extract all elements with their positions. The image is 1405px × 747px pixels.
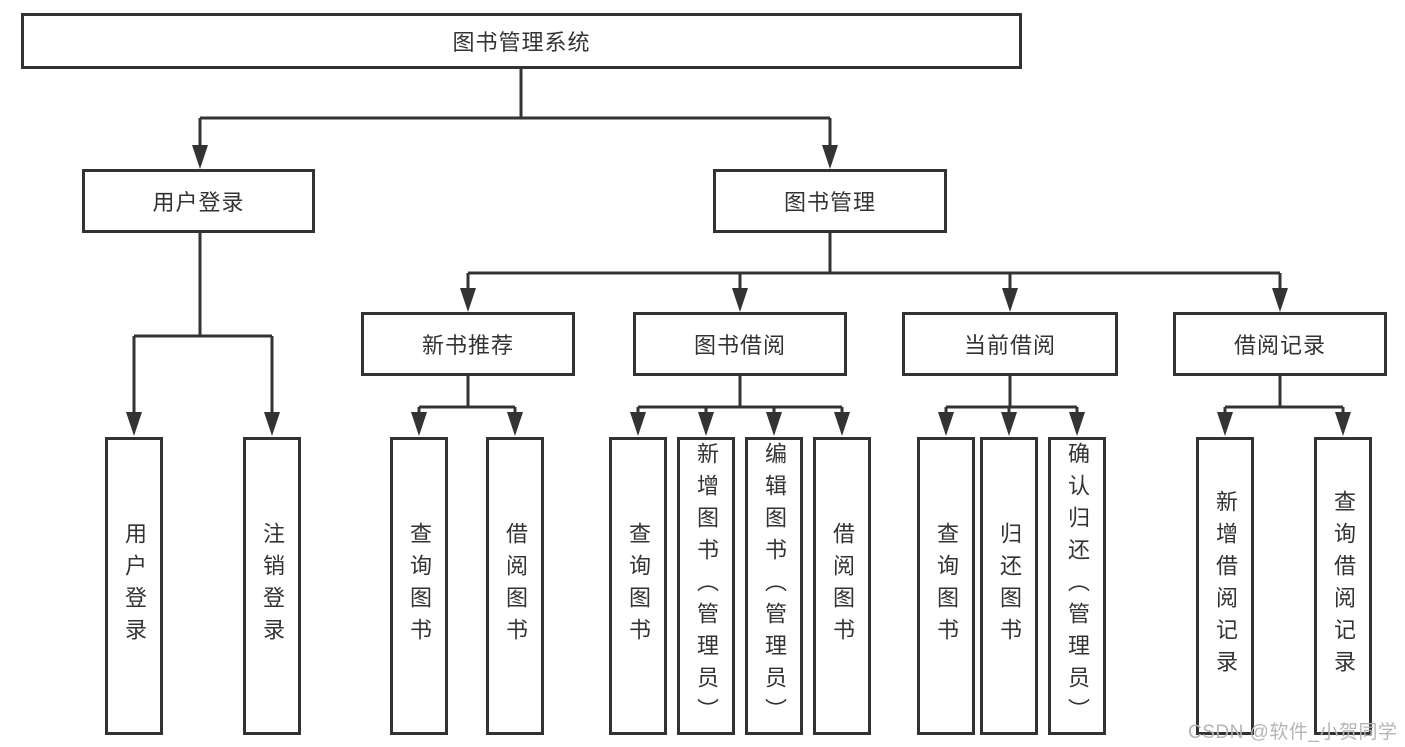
leaf-borrow-book: 借阅图书 bbox=[813, 437, 871, 735]
node-user-login: 用户登录 bbox=[82, 169, 315, 233]
node-borrow-record-label: 借阅记录 bbox=[1233, 333, 1326, 358]
leaf-query-borrow-record-label: 查询借阅记录 bbox=[1331, 490, 1356, 682]
leaf-query-book-current-label: 查询图书 bbox=[934, 522, 959, 650]
leaf-query-book-borrow: 查询图书 bbox=[609, 437, 667, 735]
leaf-confirm-return-admin-label: 确认归还（管理员） bbox=[1065, 442, 1090, 730]
leaf-query-book-borrow-label: 查询图书 bbox=[626, 522, 651, 650]
leaf-add-book-admin-label: 新增图书（管理员） bbox=[694, 442, 719, 730]
leaf-confirm-return-admin: 确认归还（管理员） bbox=[1048, 437, 1106, 735]
leaf-query-book-recommend: 查询图书 bbox=[390, 437, 448, 735]
node-book-borrow-label: 图书借阅 bbox=[693, 333, 786, 358]
leaf-logout: 注销登录 bbox=[243, 437, 301, 735]
leaf-query-book-recommend-label: 查询图书 bbox=[407, 522, 432, 650]
leaf-borrow-book-recommend-label: 借阅图书 bbox=[503, 522, 528, 650]
leaf-return-book: 归还图书 bbox=[980, 437, 1038, 735]
leaf-query-book-current: 查询图书 bbox=[917, 437, 975, 735]
node-book-management: 图书管理 bbox=[713, 169, 947, 233]
node-user-login-label: 用户登录 bbox=[152, 190, 245, 215]
node-current-borrow-label: 当前借阅 bbox=[963, 333, 1056, 358]
node-book-borrow: 图书借阅 bbox=[633, 312, 847, 376]
leaf-query-borrow-record: 查询借阅记录 bbox=[1314, 437, 1372, 735]
leaf-edit-book-admin-label: 编辑图书（管理员） bbox=[762, 442, 787, 730]
leaf-add-borrow-record: 新增借阅记录 bbox=[1196, 437, 1254, 735]
node-book-management-label: 图书管理 bbox=[783, 190, 876, 215]
leaf-add-book-admin: 新增图书（管理员） bbox=[677, 437, 735, 735]
leaf-borrow-book-recommend: 借阅图书 bbox=[486, 437, 544, 735]
leaf-logout-label: 注销登录 bbox=[260, 522, 285, 650]
leaf-add-borrow-record-label: 新增借阅记录 bbox=[1213, 490, 1238, 682]
node-root: 图书管理系统 bbox=[21, 13, 1022, 69]
node-root-label: 图书管理系统 bbox=[452, 30, 591, 55]
leaf-return-book-label: 归还图书 bbox=[997, 522, 1022, 650]
leaf-edit-book-admin: 编辑图书（管理员） bbox=[745, 437, 803, 735]
node-new-book-recommend: 新书推荐 bbox=[361, 312, 575, 376]
node-current-borrow: 当前借阅 bbox=[902, 312, 1118, 376]
leaf-user-login-label: 用户登录 bbox=[122, 522, 147, 650]
arrowheads bbox=[126, 145, 1351, 436]
node-borrow-record: 借阅记录 bbox=[1173, 312, 1387, 376]
connector-paths bbox=[132, 69, 1345, 414]
leaf-borrow-book-label: 借阅图书 bbox=[830, 522, 855, 650]
node-new-book-recommend-label: 新书推荐 bbox=[421, 333, 514, 358]
csdn-watermark: CSDN @软件_小贺同学 bbox=[1188, 722, 1398, 743]
leaf-user-login: 用户登录 bbox=[105, 437, 163, 735]
